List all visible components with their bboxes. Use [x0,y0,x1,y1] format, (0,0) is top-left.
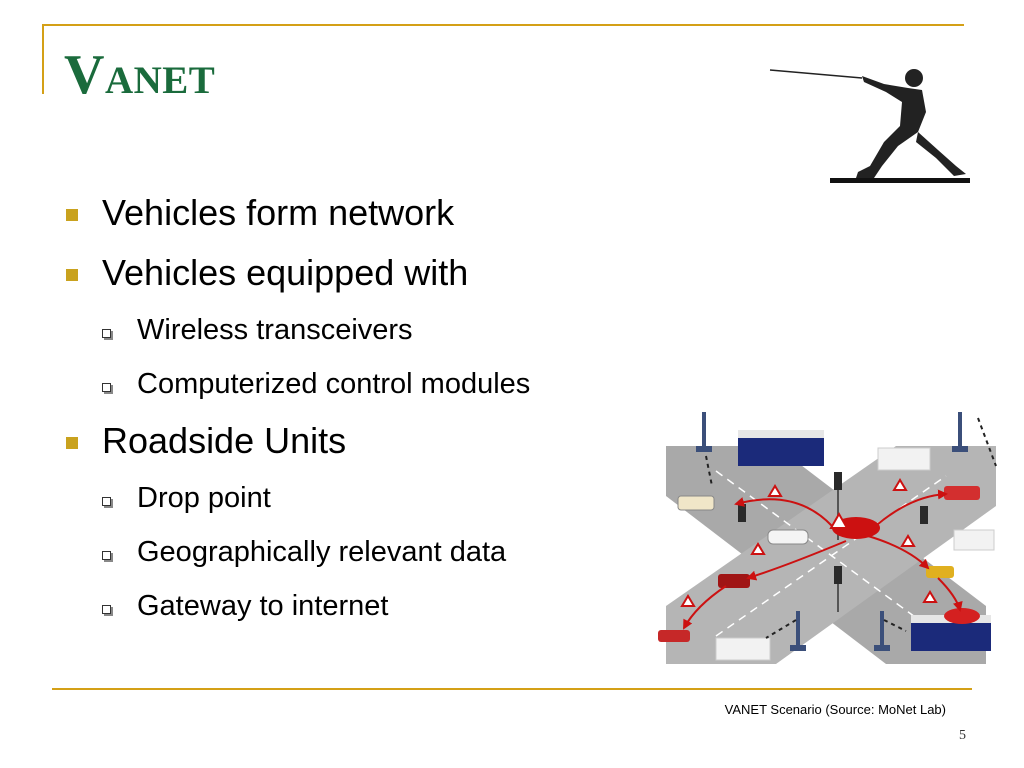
slide-title: Vanet [64,44,216,106]
vanet-scenario-illustration [658,412,997,664]
sub-bullet-item: Computerized control modules [62,362,530,416]
hollow-square-bullet-icon [102,383,111,392]
slide-number: 5 [959,728,966,743]
sub-bullet-text: Geographically relevant data [137,536,507,568]
bullet-item: Roadside Units [62,416,530,476]
building-icon [715,430,995,661]
square-bullet-icon [66,437,78,449]
fencer-clipart [769,69,970,183]
sub-bullet-item: Gateway to internet [62,584,530,638]
bullet-text: Vehicles form network [102,192,455,233]
sub-bullet-text: Gateway to internet [137,590,389,622]
hollow-square-bullet-icon [102,497,111,506]
square-bullet-icon [66,269,78,281]
bullet-text: Vehicles equipped with [102,252,469,293]
bullet-text: Roadside Units [102,420,347,461]
sub-bullet-item: Wireless transceivers [62,308,530,362]
sub-bullet-text: Wireless transceivers [137,314,413,346]
sub-bullet-item: Geographically relevant data [62,530,530,584]
hollow-square-bullet-icon [102,605,111,614]
bullet-item: Vehicles form network [62,188,530,248]
hollow-square-bullet-icon [102,551,111,560]
sub-bullet-text: Drop point [137,482,271,514]
vehicle-icon [658,486,980,642]
sub-bullet-text: Computerized control modules [137,368,531,400]
left-rule [42,24,44,94]
rsu-tower-icon [696,412,968,651]
warning-icon [680,478,938,607]
square-bullet-icon [66,209,78,221]
bottom-rule [52,688,972,690]
bullet-item: Vehicles equipped with [62,248,530,308]
sub-bullet-item: Drop point [62,476,530,530]
hollow-square-bullet-icon [102,329,111,338]
top-rule [42,24,964,26]
image-caption: VANET Scenario (Source: MoNet Lab) [724,702,946,717]
bullet-list: Vehicles form network Vehicles equipped … [62,188,530,638]
